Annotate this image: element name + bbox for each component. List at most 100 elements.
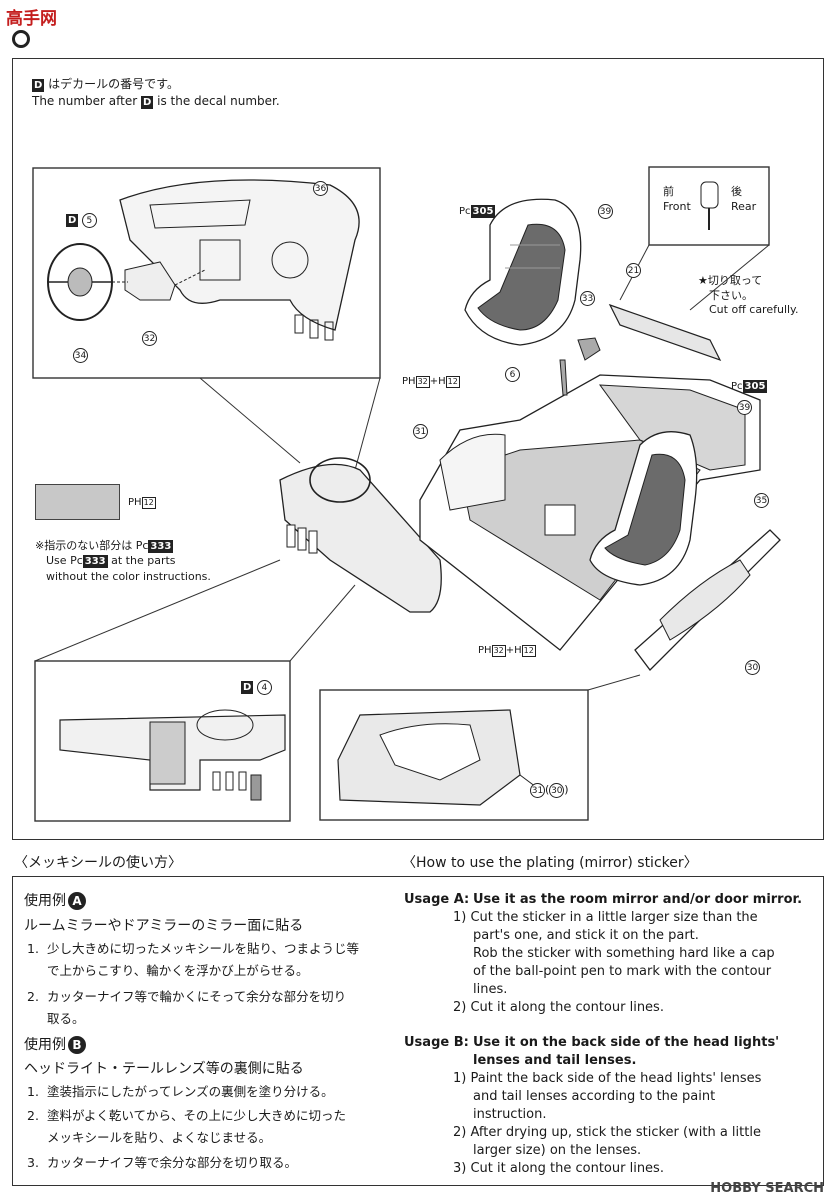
part-number-21: 21 xyxy=(626,263,641,278)
cut-note-jp2: 下さい。 xyxy=(709,289,753,302)
usage-b-en-1c: instruction. xyxy=(473,1107,547,1122)
decal-d5: D 5 xyxy=(66,213,97,228)
paint-h-code-a: 12 xyxy=(445,376,460,388)
color-swatch-ph12 xyxy=(35,484,120,520)
decal-note-jp: D はデカールの番号です。 xyxy=(32,76,179,92)
usage-b-en-label: Usage B: xyxy=(404,1035,469,1050)
watermark: HOBBY SEARCH xyxy=(710,1181,824,1196)
usage-b-jp-2b: メッキシールを貼り、よくなじませる。 xyxy=(47,1130,272,1145)
usage-a-jp-2b: 取る。 xyxy=(47,1011,85,1026)
usage-b-en-1: 1) Paint the back side of the head light… xyxy=(453,1071,762,1086)
no-color-code: 333 xyxy=(148,540,174,553)
assembly-figure-frame xyxy=(12,58,824,840)
paint-prefix-a: Pc xyxy=(459,206,471,217)
site-logo: 高手网 xyxy=(6,9,57,29)
usage-a-jp-label-text: 使用例 xyxy=(24,893,66,909)
paint-ph-prefix-b: PH xyxy=(478,645,492,656)
decal-d4: D 4 xyxy=(241,680,272,695)
usage-b-en-head2: lenses and tail lenses. xyxy=(473,1053,637,1068)
cut-note-en: Cut off carefully. xyxy=(709,303,799,316)
part-number-31-inset: 31 xyxy=(530,783,545,798)
usage-a-en-1: 1) Cut the sticker in a little larger si… xyxy=(453,910,758,925)
usage-a-jp-2: カッターナイフ等で輪かくにそって余分な部分を切り xyxy=(47,989,347,1004)
decal-key-badge: D xyxy=(32,79,45,92)
h-a: H xyxy=(438,376,446,387)
no-color-en-prefix: Pc xyxy=(70,554,83,567)
plus-a: + xyxy=(429,376,439,387)
paint-ph-code-b: 32 xyxy=(491,645,506,657)
paint-ph-prefix-a: PH xyxy=(402,376,416,387)
part-number-39-b: 39 xyxy=(737,400,752,415)
part-number-34: 34 xyxy=(73,348,88,363)
part-number-32: 32 xyxy=(142,331,157,346)
no-color-prefix: Pc xyxy=(135,539,149,552)
usage-b-jp-n1: 1. xyxy=(27,1084,39,1099)
part-number-6: 6 xyxy=(505,367,520,382)
sticker-title-jp: 〈メッキシールの使い方〉 xyxy=(14,855,182,871)
paint-ph-code-a: 32 xyxy=(415,376,430,388)
part-number-31-30: 31(30) xyxy=(530,783,569,798)
plus-b: + xyxy=(505,645,515,656)
usage-b-jp-1: 塗装指示にしたがってレンズの裏側を塗り分ける。 xyxy=(47,1084,334,1099)
part-number-30: 30 xyxy=(745,660,760,675)
usage-a-jp-1b: で上からこすり、輪かくを浮かび上がらせる。 xyxy=(47,963,309,978)
usage-b-jp-head: ヘッドライト・テールレンズ等の裏側に貼る xyxy=(24,1061,304,1077)
usage-a-en-1b: part's one, and stick it on the part. xyxy=(473,928,699,943)
sticker-title-en: 〈How to use the plating (mirror) sticker… xyxy=(402,855,698,871)
part-number-30-inset: 30 xyxy=(549,783,565,798)
paint-code-b: 305 xyxy=(742,380,768,393)
usage-a-jp-n2: 2. xyxy=(27,989,39,1004)
paint-prefix-b: Pc xyxy=(731,381,743,392)
usage-b-jp-3: カッターナイフ等で余分な部分を切り取る。 xyxy=(47,1155,298,1170)
usage-b-en-3: 3) Cut it along the contour lines. xyxy=(453,1161,664,1176)
part-number-39-a: 39 xyxy=(598,204,613,219)
paint-h-code-b: 12 xyxy=(521,645,536,657)
decal-d5-badge: D xyxy=(66,214,79,227)
decal-note-jp-text: はデカールの番号です。 xyxy=(48,77,179,91)
rear-en: Rear xyxy=(731,200,757,213)
usage-a-en-2: 2) Cut it along the contour lines. xyxy=(453,1000,664,1015)
swatch-code: 12 xyxy=(141,497,156,509)
usage-b-en-head: Use it on the back side of the head ligh… xyxy=(473,1035,780,1050)
usage-a-mark: A xyxy=(68,892,86,910)
part-number-33: 33 xyxy=(580,291,595,306)
usage-b-jp-n3: 3. xyxy=(27,1155,39,1170)
no-color-en1-pre: Use xyxy=(46,554,67,567)
no-color-en2: without the color instructions. xyxy=(46,570,211,583)
logo-ring-icon xyxy=(12,30,30,48)
part-number-35: 35 xyxy=(754,493,769,508)
part-number-36: 36 xyxy=(313,181,328,196)
usage-b-jp-2: 塗料がよく乾いてから、その上に少し大きめに切った xyxy=(47,1108,347,1123)
usage-a-jp-n1: 1. xyxy=(27,941,39,956)
part-number-4: 4 xyxy=(256,680,272,695)
sticker-instructions-frame xyxy=(12,876,824,1186)
h-b: H xyxy=(514,645,522,656)
usage-b-en-1b: and tail lenses according to the paint xyxy=(473,1089,716,1104)
assembly-diagram xyxy=(32,166,781,822)
usage-a-en-1c: Rob the sticker with something hard like… xyxy=(473,946,775,961)
front-jp: 前 xyxy=(663,185,674,198)
usage-a-en-head: Use it as the room mirror and/or door mi… xyxy=(473,892,803,907)
front-en: Front xyxy=(663,200,691,213)
decal-d4-badge: D xyxy=(241,681,254,694)
paint-code-a: 305 xyxy=(470,205,496,218)
rear-jp: 後 xyxy=(731,185,742,198)
cut-note-jp1: ★切り取って xyxy=(698,274,763,287)
decal-key-badge-en: D xyxy=(141,96,154,109)
part-number-5: 5 xyxy=(81,213,97,228)
usage-b-jp-n2: 2. xyxy=(27,1108,39,1123)
no-color-en-code: 333 xyxy=(82,555,108,568)
usage-a-jp-head: ルームミラーやドアミラーのミラー面に貼る xyxy=(24,918,304,934)
swatch-prefix: PH xyxy=(128,497,142,508)
no-color-jp-text: ※指示のない部分は xyxy=(35,539,133,552)
no-color-en1-post: at the parts xyxy=(111,554,176,567)
